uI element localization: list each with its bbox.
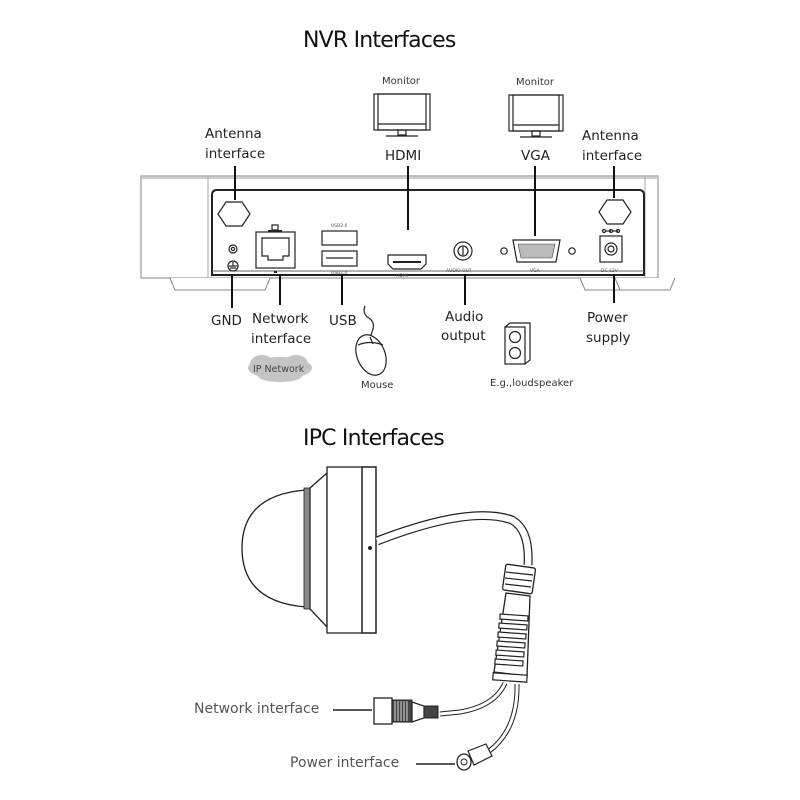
- loudspeaker-label: E.g.,loudspeaker: [490, 378, 574, 389]
- power-label-line1: Power: [587, 310, 628, 326]
- gnd-label: GND: [211, 313, 242, 329]
- antenna-right-label-line1: Antenna: [582, 128, 639, 144]
- ipc-network-interface-label: Network interface: [194, 701, 319, 717]
- dc-port-label: DC 12V: [601, 268, 619, 274]
- gnd-port: [227, 244, 239, 272]
- antenna-left-label-line1: Antenna: [205, 126, 262, 142]
- usb-bottom-port-label: USB2.0: [331, 270, 348, 276]
- antenna-right-label-line2: interface: [582, 148, 642, 164]
- nvr-title: NVR Interfaces: [303, 28, 456, 53]
- dc-power-port: DC 12V: [599, 228, 623, 274]
- hdmi-monitor-label: Monitor: [382, 76, 421, 87]
- audio-port-label: AUDIO OUT: [446, 268, 472, 274]
- mouse-label: Mouse: [361, 380, 393, 391]
- usb-label: USB: [329, 313, 357, 329]
- hdmi-port: HDMI: [387, 254, 427, 279]
- audio-label-line1: Audio: [445, 309, 483, 325]
- ipc-cable: [375, 511, 537, 755]
- antenna-left-label-line2: interface: [205, 146, 265, 162]
- ipc-dome-camera: [241, 466, 377, 634]
- loudspeaker-icon: E.g.,loudspeaker: [490, 322, 574, 389]
- vga-port: VGA: [500, 239, 576, 274]
- ipc-power-connector-icon: [456, 743, 493, 771]
- audio-out-port: AUDIO OUT: [446, 241, 473, 274]
- network-port: [255, 224, 296, 273]
- antenna-right-port: [598, 199, 632, 225]
- vga-label: VGA: [521, 148, 551, 164]
- ipc-network-connector-icon: [373, 697, 439, 725]
- hdmi-monitor-icon: Monitor: [373, 76, 431, 137]
- hdmi-label: HDMI: [385, 148, 421, 164]
- ip-network-cloud-icon: IP Network: [248, 355, 312, 382]
- antenna-left-port: [217, 201, 251, 227]
- vga-monitor-label: Monitor: [516, 77, 555, 88]
- vga-port-label: VGA: [530, 268, 541, 274]
- network-label-line2: interface: [251, 331, 311, 347]
- power-label-line2: supply: [586, 330, 630, 346]
- ipc-power-interface-label: Power interface: [290, 755, 399, 771]
- mouse-icon: Mouse: [355, 305, 393, 391]
- usb-top-port-label: USB2.0: [331, 223, 348, 229]
- ipc-title: IPC Interfaces: [303, 426, 444, 451]
- vga-monitor-icon: Monitor: [508, 77, 564, 138]
- hdmi-port-label: HDMI: [396, 273, 408, 279]
- audio-label-line2: output: [441, 328, 486, 344]
- network-label-line1: Network: [252, 311, 309, 327]
- usb-ports: USB2.0 USB2.0: [321, 223, 358, 276]
- ip-network-label: IP Network: [253, 364, 305, 375]
